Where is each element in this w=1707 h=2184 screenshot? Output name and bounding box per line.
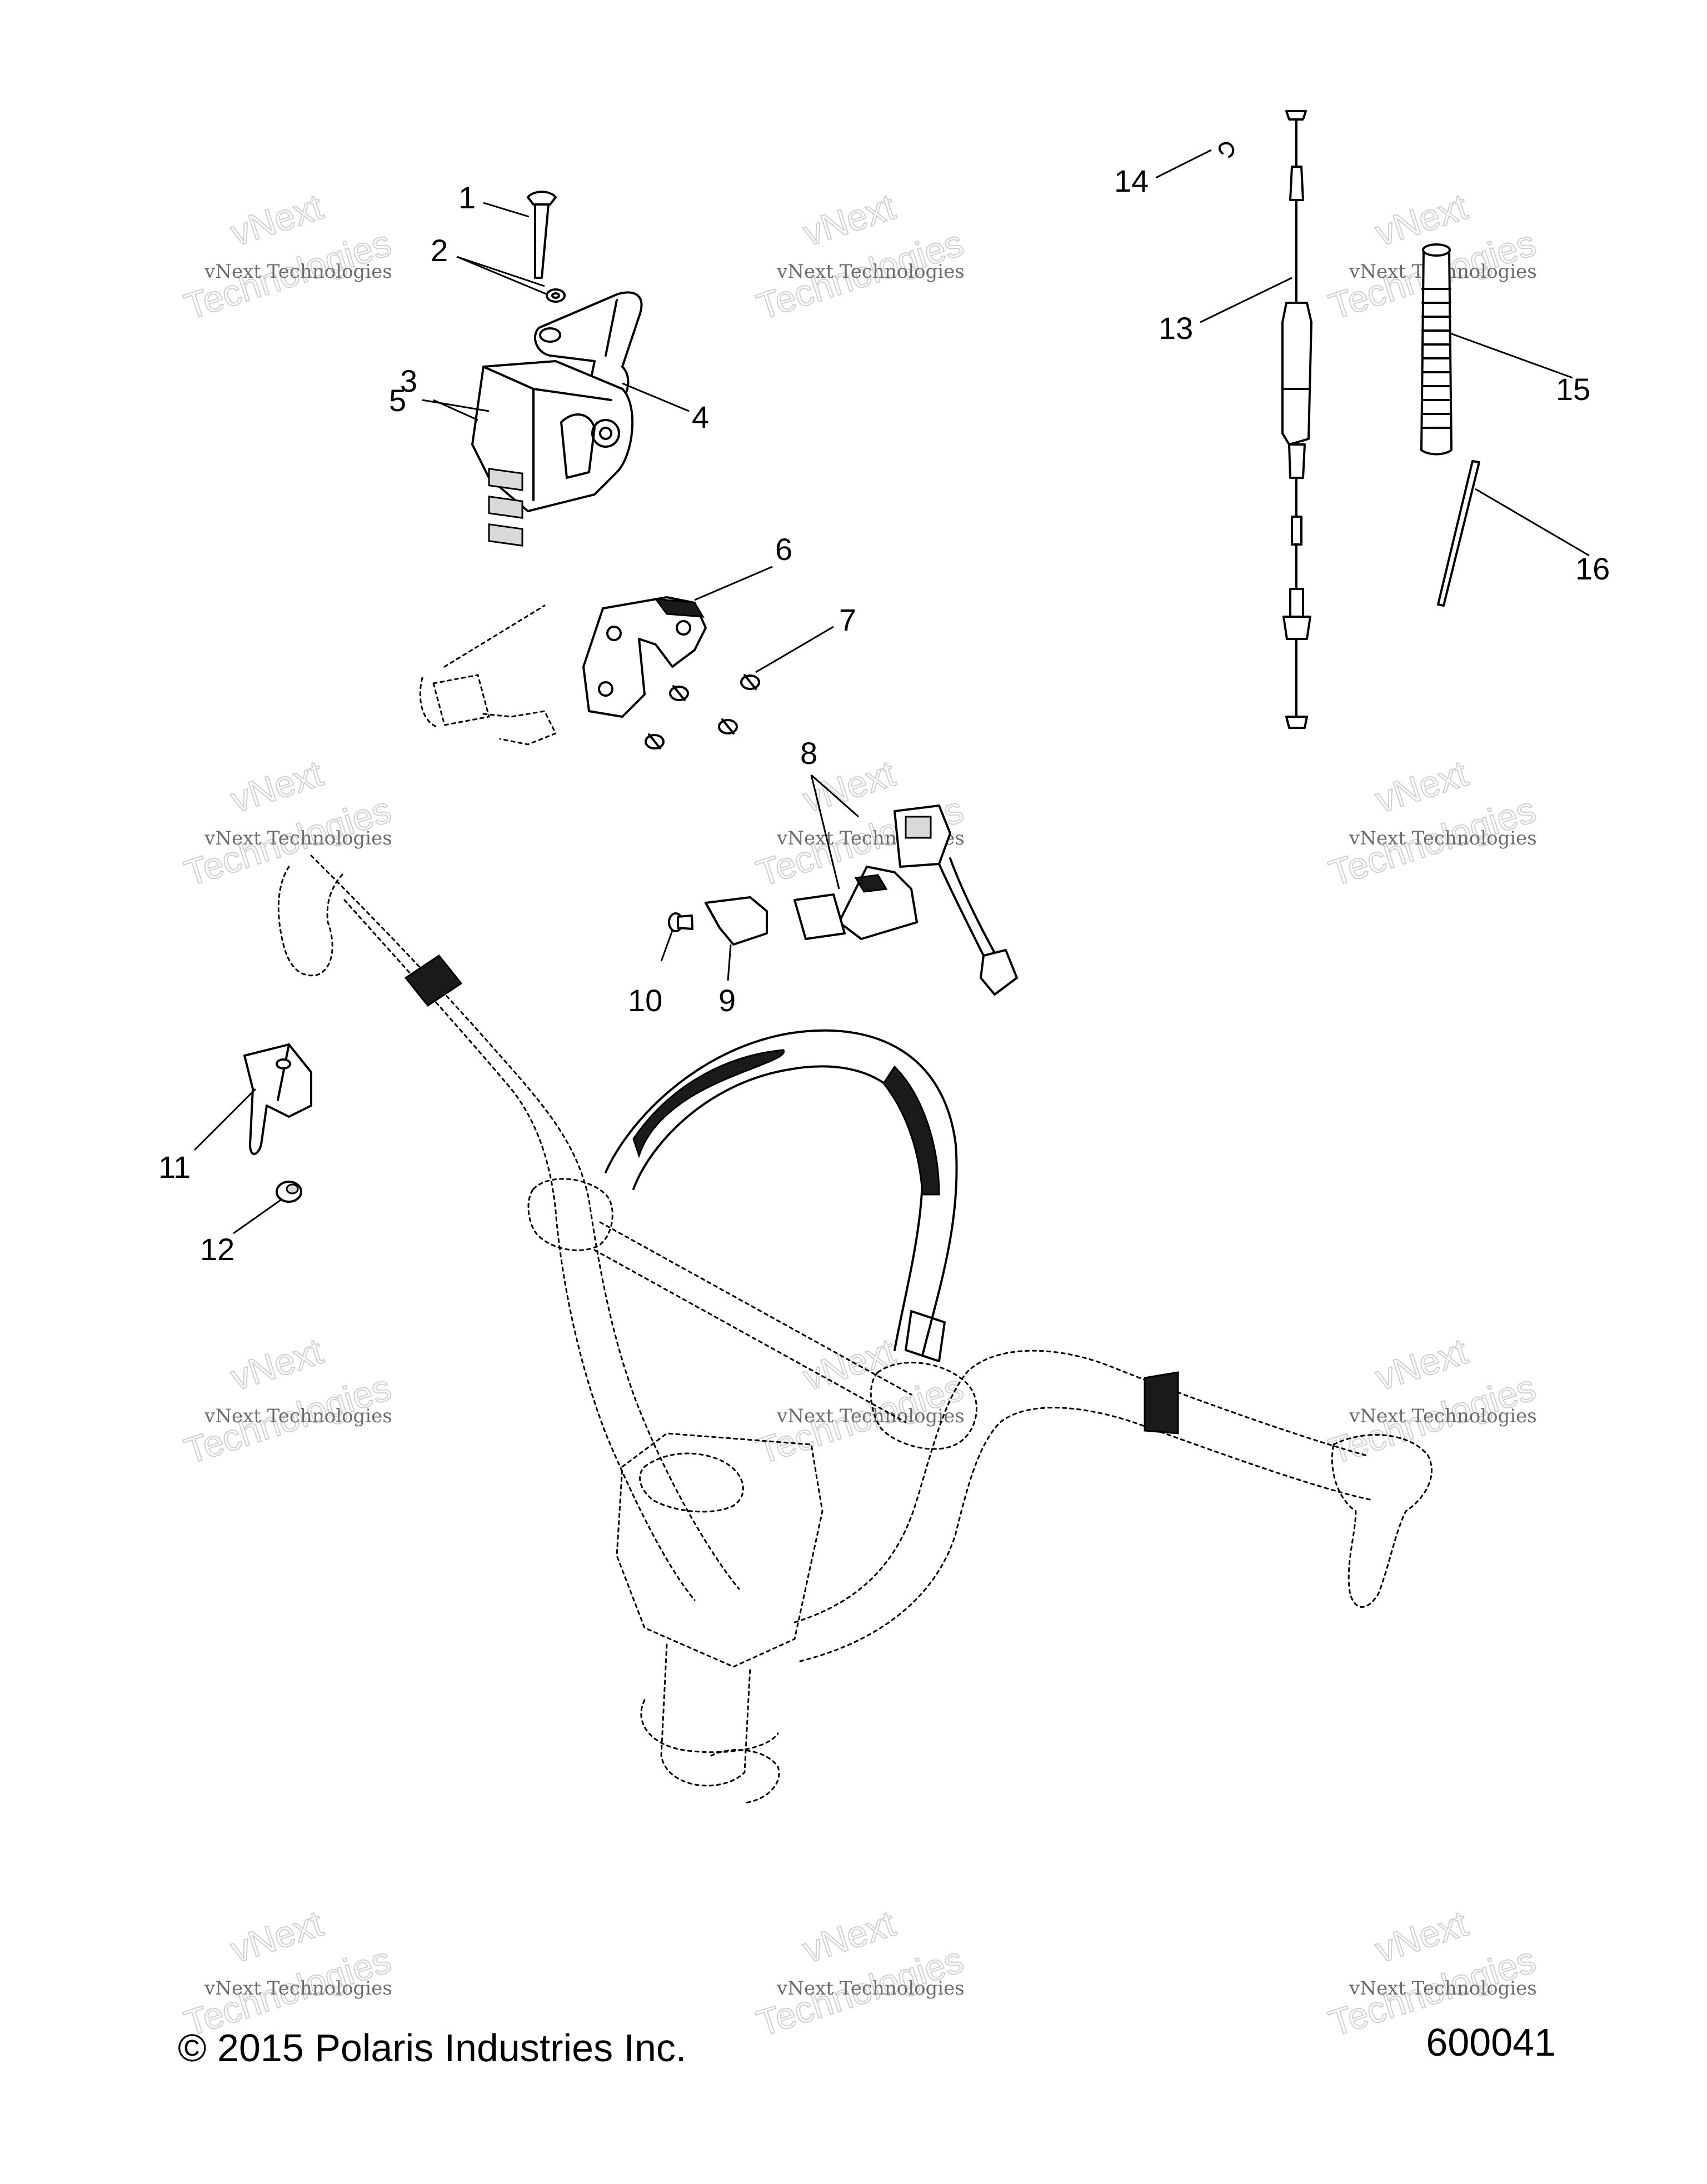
callout-3: 3 bbox=[400, 363, 417, 398]
watermark-vnext: vNext bbox=[798, 1902, 900, 1971]
watermark: vNext Technologies vNext Technologies bbox=[1324, 752, 1541, 894]
watermark-text: vNext Technologies bbox=[204, 1405, 392, 1427]
callout-10: 10 bbox=[628, 983, 662, 1018]
callout-6: 6 bbox=[775, 532, 792, 567]
right-bar bbox=[793, 1350, 1368, 1623]
left-grip-band bbox=[404, 954, 463, 1007]
part-8-switch bbox=[793, 804, 1018, 996]
right-grip bbox=[1331, 1434, 1433, 1608]
part-15-grip bbox=[1420, 243, 1453, 456]
watermark: vNext Technologies vNext Technologies bbox=[179, 1902, 396, 2045]
watermark-vnext: vNext bbox=[1370, 752, 1472, 821]
part-9-clamp bbox=[705, 896, 768, 946]
part-6-cover bbox=[582, 596, 707, 718]
watermark: vNext Technologies vNext Technologies bbox=[179, 752, 396, 894]
callout-9: 9 bbox=[718, 983, 736, 1018]
switch-connector bbox=[419, 604, 557, 746]
watermarks: vNext Technologies vNext Technologies vN… bbox=[179, 185, 1541, 2045]
cross-bar bbox=[599, 1221, 912, 1396]
callout-13: 13 bbox=[1159, 311, 1193, 346]
copyright-text: © 2015 Polaris Industries Inc. bbox=[178, 2026, 686, 2070]
right-clamp bbox=[870, 1362, 977, 1450]
screw bbox=[718, 718, 738, 734]
watermark-text: vNext Technologies bbox=[1349, 827, 1537, 849]
watermark-text: vNext Technologies bbox=[204, 261, 392, 283]
right-grip-band bbox=[1144, 1371, 1179, 1435]
leader-lines bbox=[193, 149, 1590, 1235]
steering-column-lower bbox=[640, 1699, 779, 1753]
steering-column-foot bbox=[710, 1749, 780, 1804]
watermark-text: vNext Technologies bbox=[1349, 1977, 1537, 2000]
watermark-text: vNext Technologies bbox=[776, 261, 965, 283]
part-12-cap bbox=[276, 1181, 302, 1203]
watermark-vnext: vNext bbox=[798, 186, 900, 254]
watermark-text: vNext Technologies bbox=[776, 1977, 965, 2000]
cross-bar-lower bbox=[593, 1249, 907, 1423]
callout-8: 8 bbox=[800, 736, 817, 771]
left-bar bbox=[310, 854, 740, 1590]
watermark: vNext Technologies vNext Technologies bbox=[751, 185, 969, 328]
wiring-harness bbox=[605, 1029, 958, 1362]
watermark: vNext Technologies vNext Technologies bbox=[179, 1330, 396, 1472]
figure-number: 600041 bbox=[1426, 2021, 1556, 2064]
left-bar-lower bbox=[343, 899, 696, 1601]
callout-16: 16 bbox=[1575, 551, 1610, 586]
callout-2: 2 bbox=[431, 233, 448, 268]
watermark-text: vNext Technologies bbox=[204, 827, 392, 849]
center-mount bbox=[616, 1432, 823, 1668]
callout-1: 1 bbox=[458, 180, 476, 215]
callout-14: 14 bbox=[1114, 163, 1149, 198]
watermark-vnext: vNext bbox=[226, 1902, 327, 1971]
center-mount-top bbox=[639, 1452, 744, 1513]
watermark-vnext: vNext bbox=[1370, 1330, 1472, 1398]
part-7-screws bbox=[645, 674, 760, 749]
part-5-housing bbox=[471, 360, 634, 547]
watermark-vnext: vNext bbox=[798, 1330, 900, 1398]
screw bbox=[645, 733, 665, 749]
right-bar-lower bbox=[799, 1407, 1374, 1662]
callout-15: 15 bbox=[1556, 372, 1590, 407]
watermark-vnext: vNext bbox=[226, 752, 327, 821]
watermark-text: vNext Technologies bbox=[776, 1405, 965, 1427]
part-1-pin bbox=[527, 191, 557, 279]
left-grip bbox=[277, 866, 346, 977]
left-clamp bbox=[527, 1178, 613, 1251]
screw bbox=[740, 674, 760, 690]
watermark-vnext: vNext bbox=[1370, 1902, 1472, 1971]
watermark: vNext Technologies vNext Technologies bbox=[179, 185, 396, 328]
watermark-text: vNext Technologies bbox=[204, 1977, 392, 2000]
watermark-vnext: vNext bbox=[1370, 186, 1472, 254]
watermark-vnext: vNext bbox=[226, 1330, 327, 1398]
callout-12: 12 bbox=[200, 1232, 234, 1267]
part-2-washer bbox=[546, 288, 566, 303]
screw bbox=[669, 685, 689, 701]
harness-end bbox=[905, 1310, 946, 1362]
watermark-text: vNext Technologies bbox=[1349, 1405, 1537, 1427]
callout-5: 5 bbox=[389, 383, 406, 418]
watermark: vNext Technologies vNext Technologies bbox=[751, 1330, 969, 1472]
watermark-vnext: vNext bbox=[226, 186, 327, 254]
watermark: vNext Technologies vNext Technologies bbox=[751, 1902, 969, 2045]
handlebar-assembly bbox=[277, 854, 1433, 1804]
harness-outer bbox=[605, 1029, 958, 1357]
part-14-clip bbox=[1218, 142, 1235, 158]
callout-4: 4 bbox=[692, 399, 709, 434]
part-11-lever bbox=[243, 1043, 312, 1155]
watermark: vNext Technologies vNext Technologies bbox=[1324, 1330, 1541, 1472]
harness-wrap-band bbox=[632, 1049, 785, 1158]
harness-inner bbox=[632, 1065, 924, 1351]
callouts: 1 2 3 4 5 6 7 8 9 10 11 12 13 14 15 16 bbox=[158, 163, 1610, 1267]
callout-11: 11 bbox=[158, 1150, 191, 1185]
part-10-screw bbox=[668, 912, 693, 932]
part-16-rod bbox=[1437, 460, 1480, 607]
harness-wrap-band bbox=[882, 1065, 940, 1196]
part-13-cable bbox=[1281, 110, 1312, 729]
steering-column bbox=[660, 1643, 751, 1787]
callout-7: 7 bbox=[839, 602, 856, 637]
